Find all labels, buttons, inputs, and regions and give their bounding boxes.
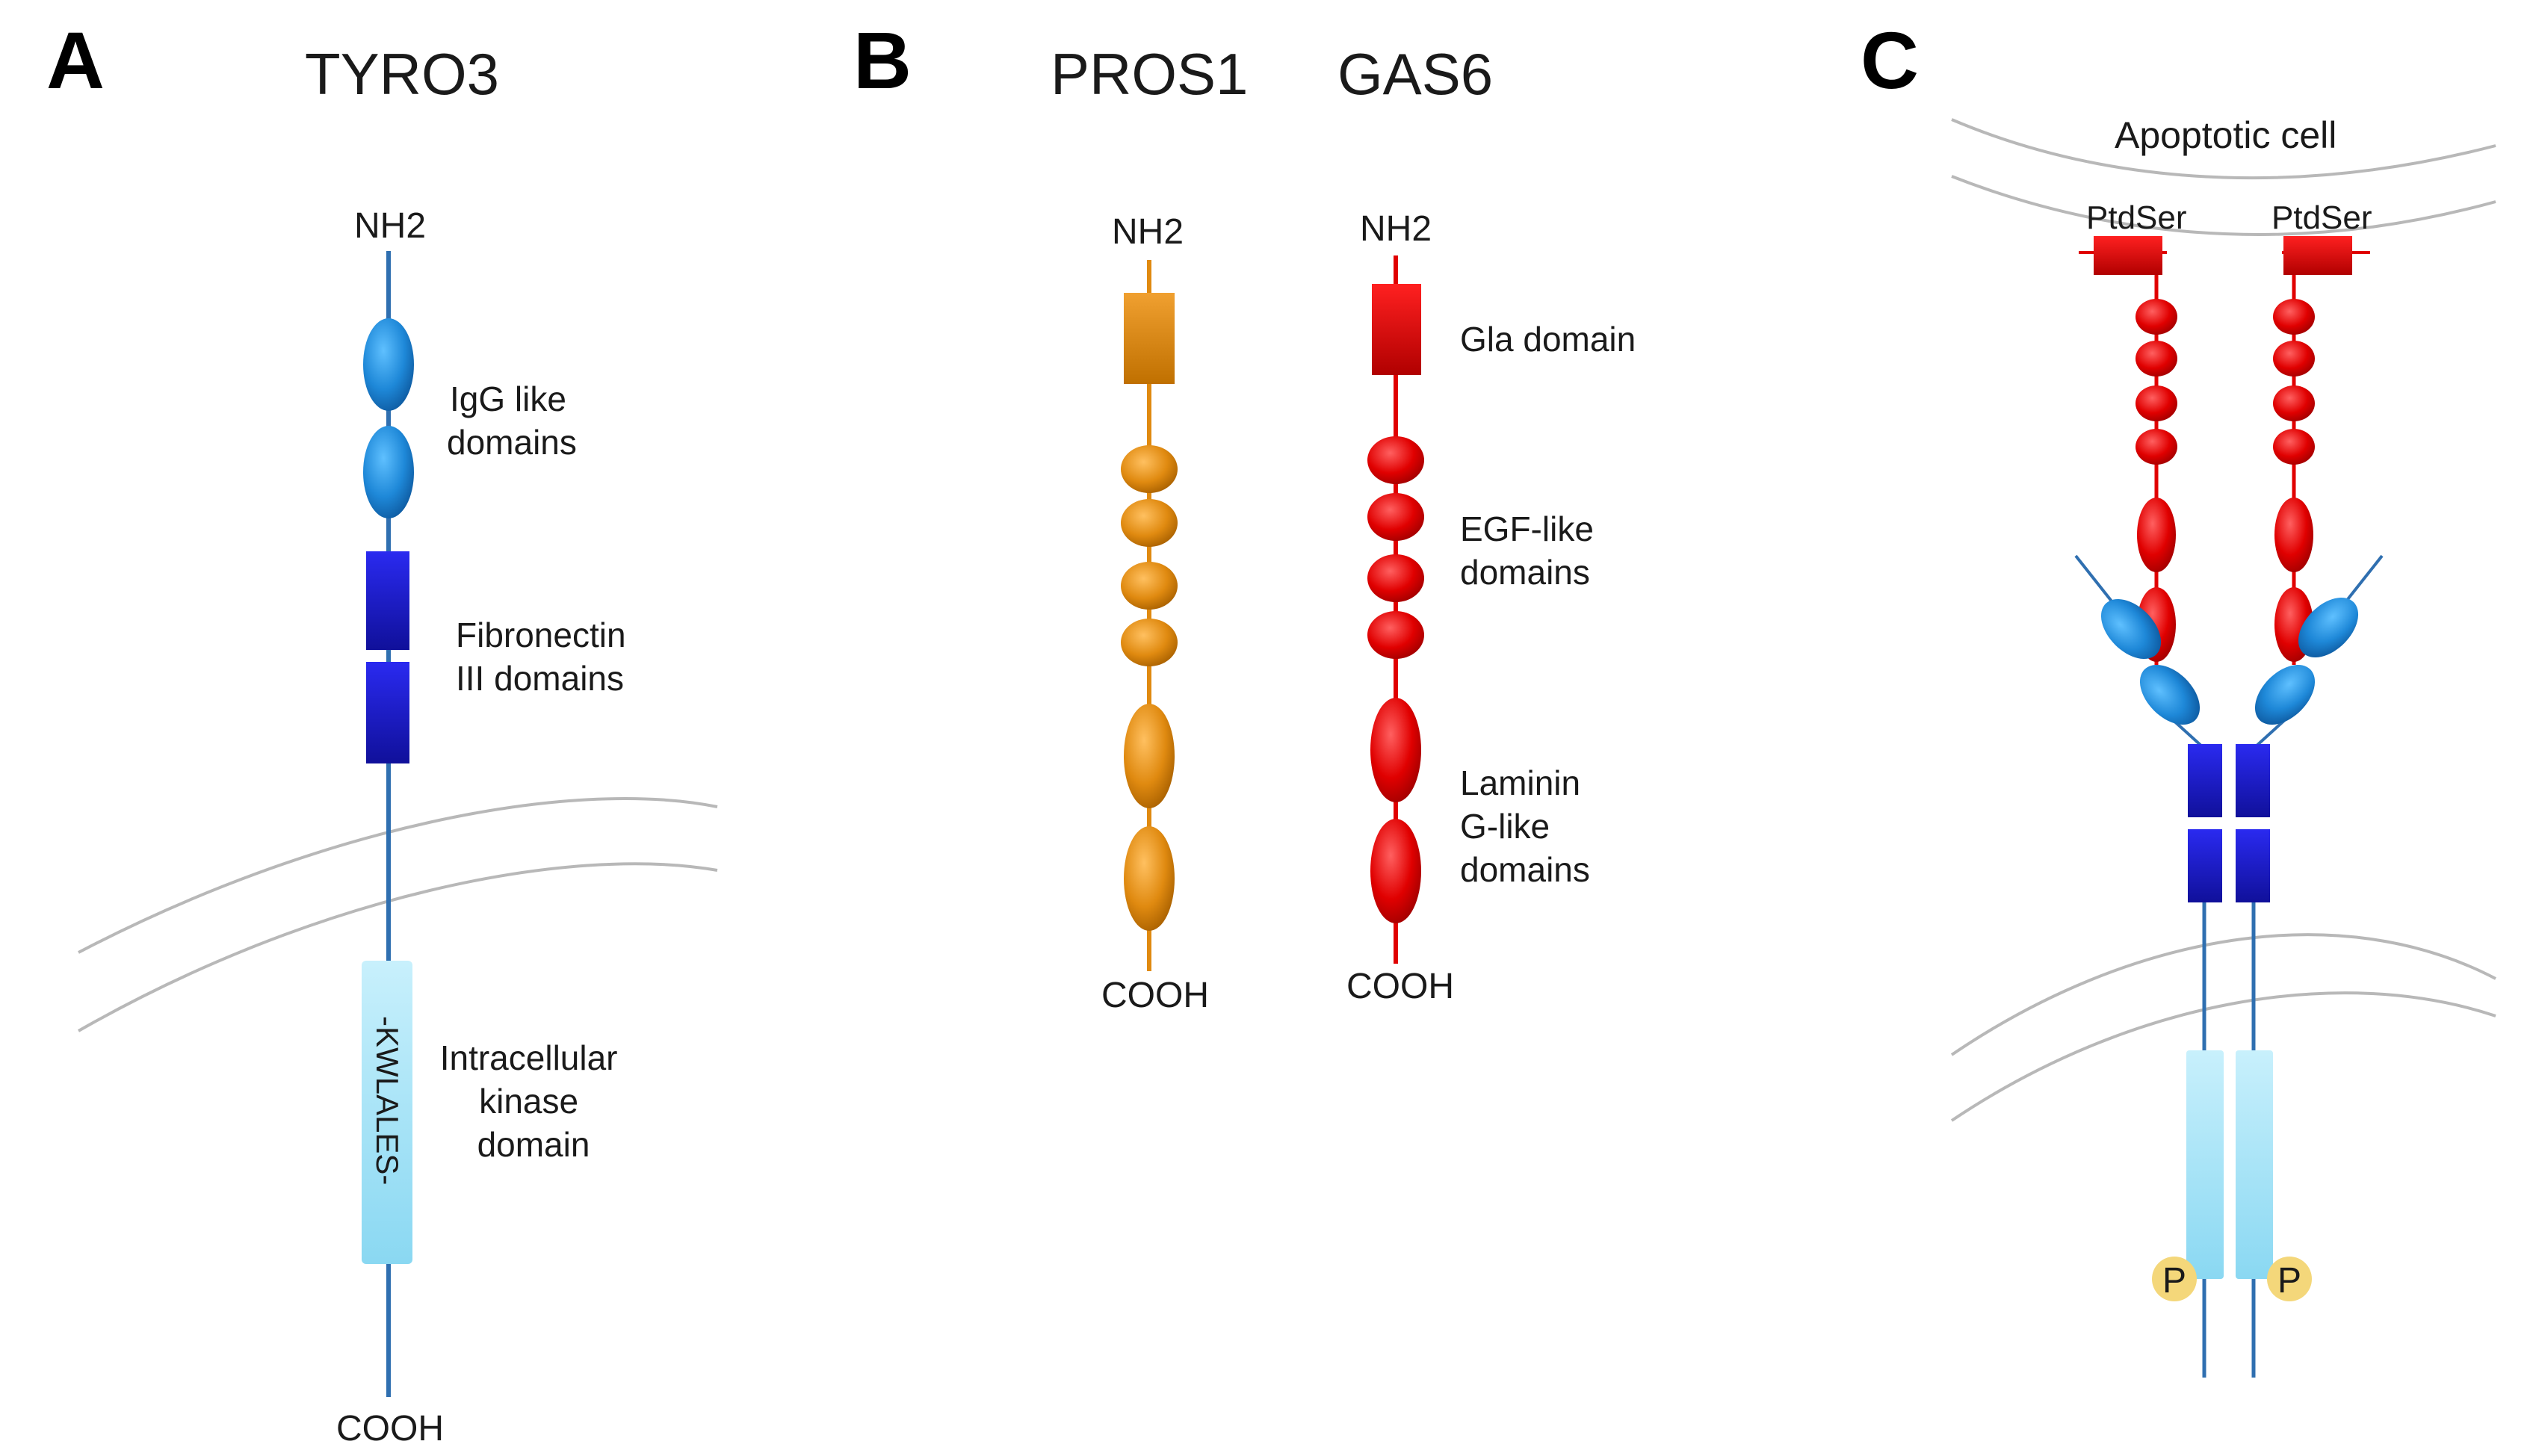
cell-membrane-a xyxy=(78,797,718,1032)
receptor-right-igg-1 xyxy=(2298,597,2359,658)
fibronectin-domain-2 xyxy=(366,662,409,763)
igg-domain-1 xyxy=(363,318,414,411)
panel-c: C Apoptotic cell PtdSer PtdSer xyxy=(1861,15,2496,1378)
ptdser-left-label: PtdSer xyxy=(2086,199,2187,236)
pros1-egf-domain-1 xyxy=(1121,445,1178,493)
pros1-protein: NH2 COOH xyxy=(1101,212,1209,1015)
pros1-c-terminus: COOH xyxy=(1101,976,1209,1015)
bound-gla-left xyxy=(2094,236,2162,275)
phospho-right-label: P xyxy=(2277,1261,2301,1301)
tyro3-n-terminus: NH2 xyxy=(354,206,426,246)
gla-domain-label: Gla domain xyxy=(1460,320,1636,359)
kinase-domain xyxy=(362,961,412,1264)
bound-gas6-left xyxy=(2079,236,2177,665)
pros1-lg-domain-1 xyxy=(1124,704,1175,808)
apoptotic-cell-label: Apoptotic cell xyxy=(2115,114,2336,156)
panel-a: A TYRO3 NH2 COOH IgG like domains Fibron… xyxy=(46,15,718,1449)
egf-label: EGF-like domains xyxy=(1460,509,1603,592)
ptdser-right-label: PtdSer xyxy=(2271,199,2372,236)
receptor-left-igg-2 xyxy=(2139,664,2201,725)
panel-b-letter: B xyxy=(853,15,912,105)
phospho-left-label: P xyxy=(2162,1261,2186,1301)
receptor-right-fn-1 xyxy=(2236,744,2270,817)
pros1-title: PROS1 xyxy=(1051,41,1248,107)
receptor-left-fn-1 xyxy=(2188,744,2222,817)
tyro3-c-terminus: COOH xyxy=(336,1409,444,1449)
gas6-egf-domain-4 xyxy=(1367,611,1424,659)
apoptotic-cell-membrane xyxy=(1951,118,2496,236)
receptor-left-igg-1 xyxy=(2100,598,2162,660)
phospho-right: P xyxy=(2267,1257,2312,1301)
gas6-gla-domain xyxy=(1372,284,1421,375)
gas6-egf-domain-1 xyxy=(1367,436,1424,484)
gas6-protein: NH2 COOH xyxy=(1346,209,1454,1006)
pros1-egf-domain-4 xyxy=(1121,619,1178,666)
gas6-title: GAS6 xyxy=(1337,41,1493,107)
receptor-right xyxy=(2236,554,2384,1378)
receptor-left-fn-2 xyxy=(2188,829,2222,902)
pros1-lg-domain-2 xyxy=(1124,826,1175,931)
panel-a-letter: A xyxy=(46,15,105,105)
receptor-right-igg-2 xyxy=(2254,664,2316,725)
fibronectin-domain-1 xyxy=(366,551,409,650)
gas6-lg-domain-2 xyxy=(1370,819,1421,923)
laminin-label: Laminin G-like domains xyxy=(1460,763,1590,889)
tyro3-title: TYRO3 xyxy=(305,41,499,107)
panel-b: B PROS1 GAS6 NH2 COOH NH2 COO xyxy=(853,15,1636,1015)
bound-gla-right xyxy=(2283,236,2352,275)
pros1-egf-domain-3 xyxy=(1121,562,1178,610)
igg-domain-2 xyxy=(363,426,414,518)
kinase-motif: -KWLALES- xyxy=(370,1016,405,1185)
gas6-c-terminus: COOH xyxy=(1346,967,1454,1006)
receptor-right-kinase xyxy=(2236,1050,2273,1279)
pros1-n-terminus: NH2 xyxy=(1112,212,1184,252)
receptor-left-kinase xyxy=(2186,1050,2224,1279)
target-cell-membrane xyxy=(1950,933,2496,1122)
igg-label: IgG like domains xyxy=(447,380,577,462)
gas6-egf-domain-3 xyxy=(1367,554,1424,602)
gas6-egf-domain-2 xyxy=(1367,493,1424,541)
gas6-n-terminus: NH2 xyxy=(1360,209,1432,249)
kinase-label: Intracellular kinase domain xyxy=(440,1038,628,1164)
phospho-left: P xyxy=(2152,1257,2197,1301)
pros1-gla-domain xyxy=(1124,293,1175,384)
fibronectin-label: Fibronectin III domains xyxy=(456,616,635,698)
pros1-egf-domain-2 xyxy=(1121,499,1178,547)
receptor-left xyxy=(2074,554,2224,1378)
bound-gas6-right xyxy=(2273,236,2370,665)
gas6-lg-domain-1 xyxy=(1370,698,1421,802)
receptor-right-fn-2 xyxy=(2236,829,2270,902)
panel-c-letter: C xyxy=(1861,15,1919,105)
